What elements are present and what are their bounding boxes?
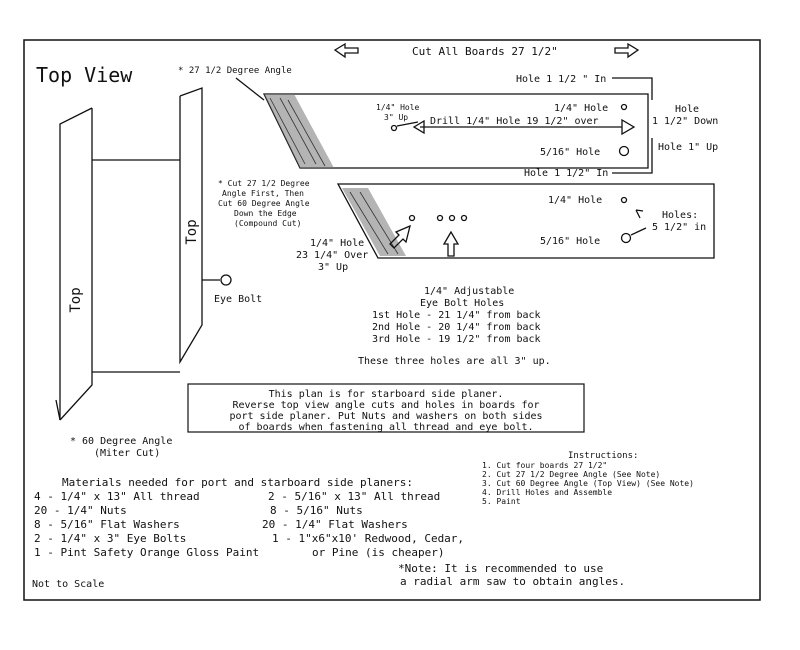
plan-line-2: Reverse top view angle cuts and holes in… [232, 400, 539, 411]
hole-1-up-label: Hole 1" Up [658, 142, 718, 153]
plan-line-1: This plan is for starboard side planer. [269, 389, 504, 400]
left-hole-1: 1/4" Hole [310, 238, 364, 249]
diagonal-arrow-icon [389, 224, 411, 249]
materials-heading: Materials needed for port and starboard … [62, 476, 413, 489]
lower-516-hole: 5/16" Hole [540, 236, 600, 247]
page-title: Top View [36, 63, 133, 87]
hole-down-label: 1 1/2" Down [652, 116, 718, 127]
plan-box [187, 383, 585, 433]
instruction-5: 5. Paint [482, 497, 521, 506]
cut-note-5: (Compound Cut) [234, 219, 301, 228]
holes-label: Holes: [662, 210, 698, 221]
up-arrow-icon [442, 230, 460, 257]
eye-bolt-label: Eye Bolt [214, 294, 262, 305]
middle-board-label: Top [184, 219, 200, 244]
instruction-1: 1. Cut four boards 27 1/2" [482, 461, 607, 470]
materials-left-5: 1 - Pint Safety Orange Gloss Paint [34, 546, 259, 559]
left-arrow-icon [333, 42, 359, 59]
hole-label: Hole [675, 104, 699, 115]
instructions-heading: Instructions: [568, 451, 638, 461]
materials-right-3: 20 - 1/4" Flat Washers [262, 518, 408, 531]
left-hole-2: 23 1/4" Over [296, 250, 368, 261]
cut-note-3: Cut 60 Degree Angle [218, 199, 310, 208]
lower-board [336, 183, 715, 259]
note-2: a radial arm saw to obtain angles. [400, 575, 625, 588]
hole-1-5-in-top: Hole 1 1/2 " In [516, 74, 606, 85]
angle-label: * 27 1/2 Degree Angle [178, 66, 292, 76]
materials-left-4: 2 - 1/4" x 3" Eye Bolts [34, 532, 186, 545]
materials-right-2: 8 - 5/16" Nuts [270, 504, 363, 517]
adjustable-note: These three holes are all 3" up. [358, 356, 551, 367]
materials-left-1: 4 - 1/4" x 13" All thread [34, 490, 200, 503]
page-frame [23, 39, 761, 601]
cut-note-2: Angle First, Then [222, 189, 304, 198]
plan-line-4: of boards when fastening all thread and … [238, 422, 533, 433]
note-1: *Note: It is recommended to use [398, 562, 603, 575]
upper-516-hole: 5/16" Hole [540, 147, 600, 158]
drill-label: Drill 1/4" Hole 19 1/2" over [430, 116, 599, 127]
quarter-hole-3up-2: 3" Up [384, 113, 408, 122]
not-to-scale: Not to Scale [32, 579, 104, 590]
cut-note-1: * Cut 27 1/2 Degree [218, 179, 310, 188]
adjustable-3: 1st Hole - 21 1/4" from back [372, 310, 541, 321]
instruction-4: 4. Drill Holes and Assemble [482, 488, 612, 497]
upper-quarter-hole: 1/4" Hole [554, 103, 608, 114]
hole-1-5-in-bottom: Hole 1 1/2" In [524, 168, 608, 179]
miter-label-1: * 60 Degree Angle [70, 436, 172, 447]
cut-note-4: Down the Edge [234, 209, 297, 218]
instruction-3: 3. Cut 60 Degree Angle (Top View) (See N… [482, 479, 694, 488]
quarter-hole-3up-1: 1/4" Hole [376, 103, 420, 112]
right-arrow-icon [614, 42, 640, 59]
miter-label-2: (Miter Cut) [94, 448, 160, 459]
lower-quarter-hole: 1/4" Hole [548, 195, 602, 206]
instruction-2: 2. Cut 27 1/2 Degree Angle (See Note) [482, 470, 660, 479]
adjustable-5: 3rd Hole - 19 1/2" from back [372, 334, 541, 345]
adjustable-4: 2nd Hole - 20 1/4" from back [372, 322, 541, 333]
left-hole-3: 3" Up [318, 262, 348, 273]
adjustable-2: Eye Bolt Holes [420, 298, 504, 309]
left-board-label: Top [68, 287, 84, 312]
holes-in-label: 5 1/2" in [652, 222, 706, 233]
middle-board: Top [179, 87, 203, 365]
adjustable-1: 1/4" Adjustable [424, 286, 514, 297]
materials-right-5: or Pine (is cheaper) [312, 546, 444, 559]
left-board: Top [55, 107, 180, 421]
materials-right-1: 2 - 5/16" x 13" All thread [268, 490, 440, 503]
cut-all-boards-label: Cut All Boards 27 1/2" [412, 45, 558, 58]
materials-right-4: 1 - 1"x6"x10' Redwood, Cedar, [272, 532, 464, 545]
materials-left-2: 20 - 1/4" Nuts [34, 504, 127, 517]
plan-line-3: port side planer. Put Nuts and washers o… [229, 411, 542, 422]
materials-left-3: 8 - 5/16" Flat Washers [34, 518, 180, 531]
upper-board [262, 93, 649, 169]
